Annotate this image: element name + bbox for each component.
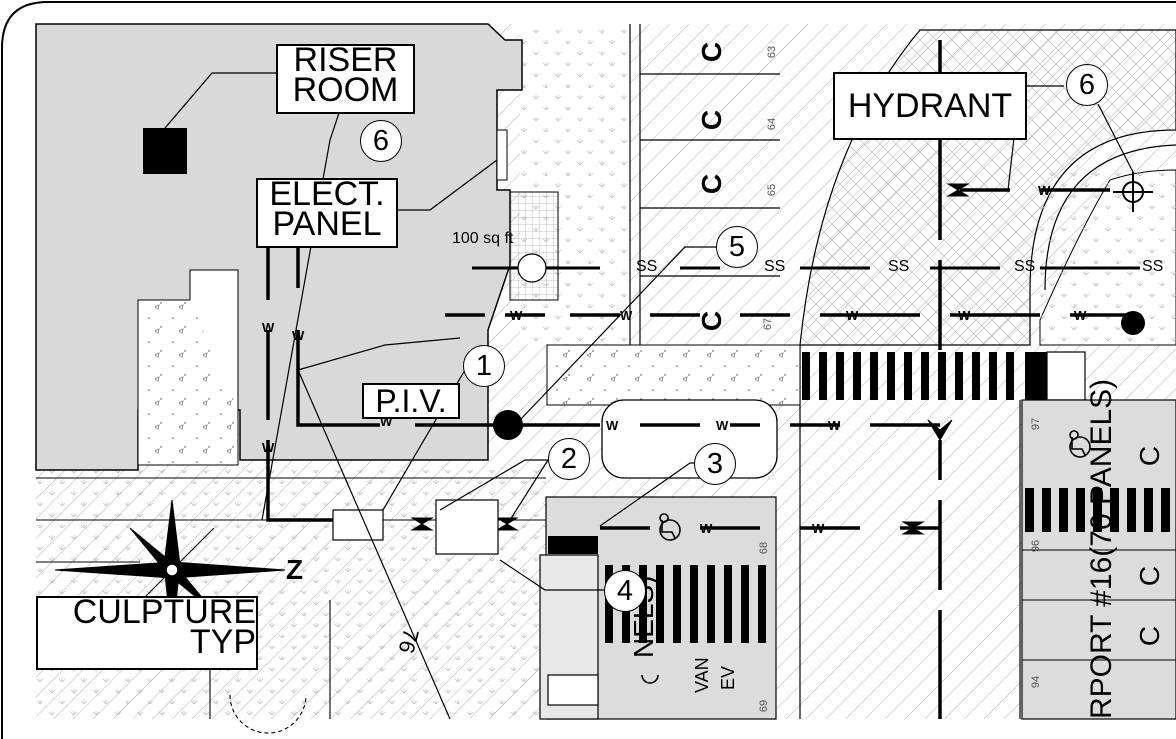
piv-label: P.I.V.	[362, 383, 460, 419]
sculpture-label: CULPTURE TYP	[36, 593, 258, 670]
sewer-tag: SS	[1142, 258, 1164, 275]
water-tag: W	[958, 308, 971, 323]
callout-1: 1	[463, 345, 505, 387]
sewer-tag: SS	[636, 258, 658, 275]
ev-label: EV	[718, 665, 738, 690]
water-tag: W	[262, 320, 275, 335]
stall-number: 69	[758, 699, 771, 713]
van-label: VAN	[692, 657, 712, 693]
water-tag: W	[262, 440, 275, 455]
sculpture-line1: CULPTURE	[72, 593, 256, 631]
stall-letter: C	[1134, 445, 1166, 467]
stall-number: 63	[766, 45, 779, 59]
water-tag: W	[1038, 183, 1051, 198]
stall-number: 94	[1030, 675, 1043, 689]
sewer-tag: SS	[888, 258, 910, 275]
sculpture-line2: TYP	[189, 622, 256, 661]
water-tag: W	[1074, 308, 1087, 323]
water-tag: W	[716, 418, 729, 433]
north-label: Z	[286, 554, 304, 585]
hydrant-label: HYDRANT	[833, 72, 1027, 140]
stall-letter: C	[1134, 625, 1166, 647]
water-tag: W	[606, 418, 619, 433]
elect-panel-line1: ELECT.	[269, 175, 385, 213]
stall-letter: C	[696, 173, 728, 195]
water-tag: W	[292, 328, 305, 343]
callout-2: 2	[548, 438, 590, 480]
stall-letter: C	[1134, 565, 1166, 587]
stall-number: 64	[766, 117, 779, 131]
elect-panel-label: ELECT. PANEL	[256, 175, 398, 248]
elect-panel-line2: PANEL	[272, 204, 382, 243]
stall-number: 68	[758, 541, 771, 555]
water-tag: W	[828, 418, 841, 433]
sewer-tag: SS	[1014, 258, 1036, 275]
area-label: 100 sq ft	[452, 230, 514, 247]
stall-number: 96	[1030, 539, 1043, 553]
water-tag: W	[620, 308, 633, 323]
callout-4: 4	[604, 570, 646, 612]
sewer-tag: SS	[764, 258, 786, 275]
carport-label: RPORT #16(70 PANELS)	[1085, 378, 1118, 719]
stall-letter: C	[696, 41, 728, 63]
stall-letter: C	[696, 310, 728, 332]
riser-room-line1: RISER	[293, 41, 398, 79]
water-tag: W	[812, 521, 825, 536]
riser-room-line2: ROOM	[292, 70, 399, 109]
callout-3: 3	[694, 443, 736, 485]
water-tag: W	[510, 308, 523, 323]
callout-6-hydrant: 6	[1066, 64, 1108, 106]
water-tag: W	[700, 521, 713, 536]
stall-number: 65	[766, 183, 779, 197]
stall-number: 67	[762, 317, 775, 331]
riser-room-label: RISER ROOM	[276, 41, 415, 114]
callout-5: 5	[716, 226, 758, 268]
stall-number: 97	[1030, 417, 1043, 431]
water-tag: W	[846, 308, 859, 323]
callout-6-elect: 6	[360, 120, 402, 162]
stall-letter: C	[696, 109, 728, 131]
water-tag: W	[380, 414, 393, 429]
